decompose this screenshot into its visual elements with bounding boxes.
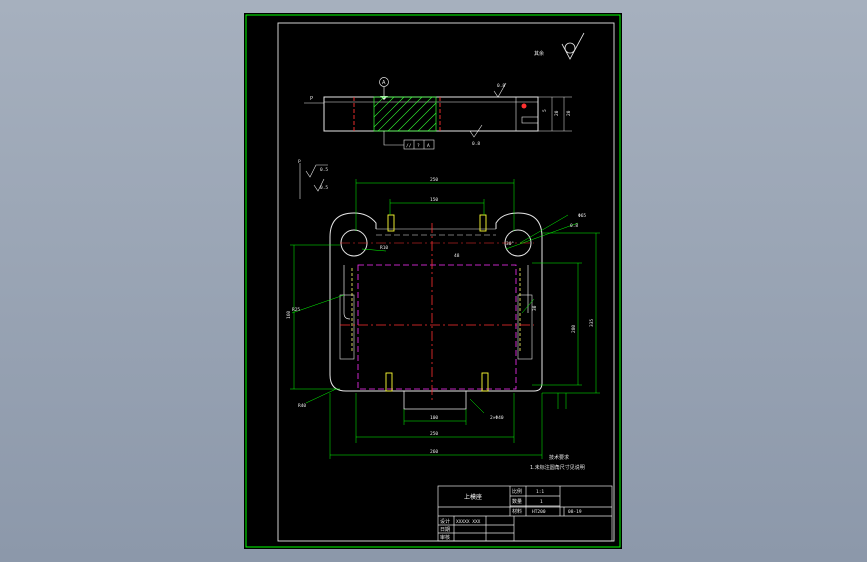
side-dim-height: 20 <box>554 110 560 116</box>
dim-bottom-slot: 100 <box>430 415 438 421</box>
label-scale: 比例 <box>512 488 522 495</box>
scale-value: 1:1 <box>536 489 544 495</box>
dim-small-2: 30 <box>532 305 538 311</box>
cad-drawing: 其余 A P <box>245 14 621 548</box>
surface-mark-2: 0.5 <box>320 185 328 191</box>
surface-mark-label: P <box>298 159 301 165</box>
roughness-note: 其余 <box>534 50 544 57</box>
label-qty: 数量 <box>512 498 522 505</box>
plan-view: 0.5 0.5 P <box>286 159 600 471</box>
side-dim-total: 20 <box>566 110 572 116</box>
dim-radius-corner: R40 <box>298 403 306 409</box>
dim-height-inner: 280 <box>571 325 577 333</box>
side-view: A P <box>304 77 572 150</box>
dim-height-right: 335 <box>589 319 595 327</box>
dim-height-total: 160 <box>286 311 292 319</box>
dim-small-1: 48 <box>454 253 460 259</box>
dim-holes: 2×Φ40 <box>490 415 504 421</box>
label-date: 日期 <box>440 527 450 533</box>
surface-mark-1: 0.5 <box>320 167 328 173</box>
section-label: P <box>310 96 313 102</box>
dim-bottom-inner: 250 <box>430 431 438 437</box>
tech-requirements-title: 技术要求 <box>549 454 569 461</box>
roughness-symbol-icon <box>561 32 585 60</box>
dim-slot-width: 150 <box>430 197 438 203</box>
dim-r10: R10 <box>380 245 388 251</box>
dim-chamfer: 30° <box>506 241 514 247</box>
tolerance-symbol: // <box>406 143 412 149</box>
side-dim-step: 5 <box>542 109 548 112</box>
label-material: 材料 <box>512 508 522 515</box>
designer-value: XXXXX XXX <box>456 519 481 525</box>
side-roughness-bottom: 0.8 <box>472 141 480 147</box>
dim-inner-width: 250 <box>430 177 438 183</box>
tolerance-datum: A <box>427 143 430 149</box>
dim-overall-width: 260 <box>430 449 438 455</box>
part-name: 上模座 <box>464 493 482 501</box>
qty-value: 1 <box>540 499 543 505</box>
datum-label: A <box>382 80 386 86</box>
dim-pin-diameter: Φ65 <box>578 213 586 219</box>
dim-roughness-right: 0.8 <box>570 223 578 229</box>
tech-requirements-item-1: 1.未标注圆角尺寸见说明 <box>530 464 585 471</box>
material-value: HT200 <box>532 509 546 515</box>
side-roughness-top: 0.8 <box>497 83 505 89</box>
drawing-no: 08-19 <box>568 509 582 515</box>
tolerance-value: ? <box>417 143 420 149</box>
dim-radius-left: R25 <box>292 307 300 313</box>
drawing-sheet: 其余 A P <box>244 13 622 549</box>
label-designer: 设计 <box>440 518 450 525</box>
title-block <box>437 485 613 542</box>
label-checker: 审核 <box>440 534 450 541</box>
